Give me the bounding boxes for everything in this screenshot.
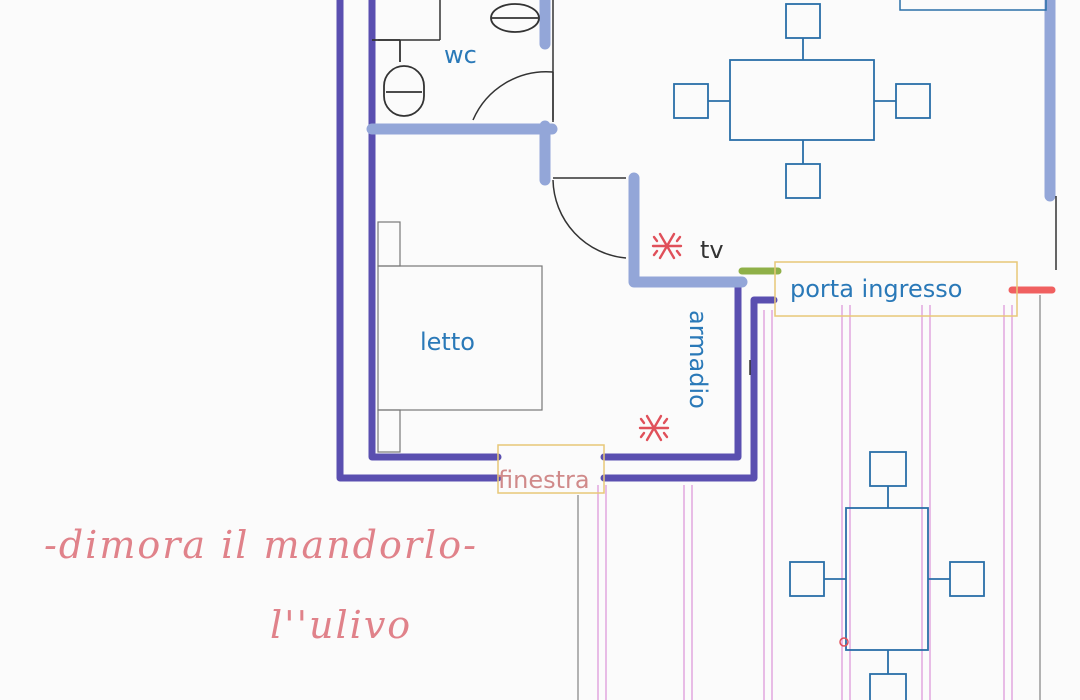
thin-lines [378, 0, 1057, 375]
label-finestra: finestra [498, 466, 590, 494]
label-letto: letto [420, 328, 475, 356]
title-line-1: -dimora il mandorlo- [44, 523, 478, 567]
label-porta-ingresso: porta ingresso [790, 275, 962, 303]
finestra-box [497, 444, 605, 494]
dining-table-top [673, 3, 931, 199]
title-line-2: l''ulivo [270, 603, 412, 647]
porta-ingresso-box [774, 261, 1018, 317]
label-armadio: armadio [684, 310, 712, 409]
marker-dot [839, 637, 849, 647]
wc-fixtures [372, 3, 540, 117]
inner-walls [366, 0, 1056, 288]
outer-walls [336, 0, 778, 482]
bed [377, 221, 543, 453]
pergola-lines [597, 305, 1013, 700]
label-wc: wc [444, 41, 477, 69]
cabinet-top-right [899, 0, 1047, 11]
label-tv: tv [700, 236, 724, 264]
terrace-edge-lines [577, 295, 1041, 700]
door-swings [472, 70, 627, 259]
snowflake-icon [638, 414, 670, 442]
snowflake-icon [651, 232, 683, 260]
terrace-table [789, 451, 985, 700]
